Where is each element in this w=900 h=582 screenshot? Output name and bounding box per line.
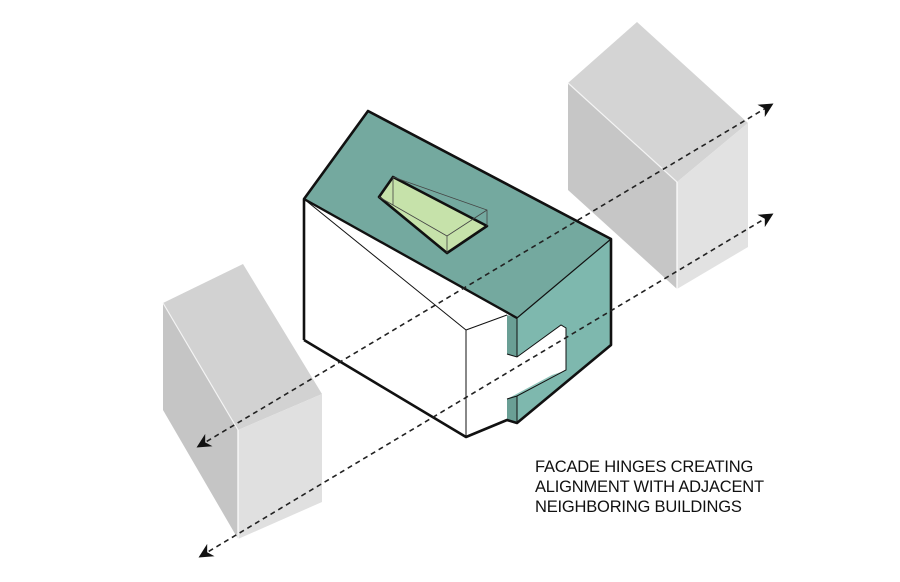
caption-line-3: NEIGHBORING BUILDINGS: [535, 498, 742, 516]
left-neighbor-building: [162, 264, 322, 539]
caption-line-2: ALIGNMENT WITH ADJACENT: [535, 478, 764, 496]
main-front-wall: [466, 315, 507, 437]
hinge-strip-lower: [507, 396, 517, 423]
diagram-caption: FACADE HINGES CREATING ALIGNMENT WITH AD…: [535, 457, 764, 517]
main-building: [302, 109, 613, 439]
hinge-strip-upper: [507, 315, 517, 357]
alignment-lines: [196, 103, 774, 558]
caption-line-1: FACADE HINGES CREATING: [535, 458, 754, 476]
alignment-line-lower: [198, 213, 774, 558]
